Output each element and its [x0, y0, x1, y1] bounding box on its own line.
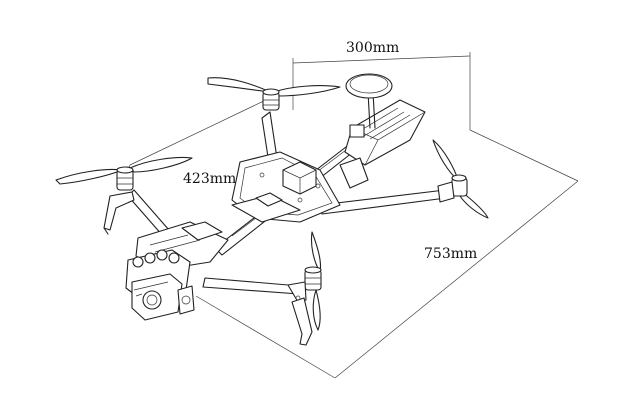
mount-hole [297, 197, 303, 203]
landing-foot [103, 227, 109, 235]
propeller-blade [459, 191, 489, 219]
center-plate-inner [239, 157, 333, 216]
leg-pivot [295, 295, 301, 301]
diagonal-label: 753mm [424, 246, 477, 262]
motor-mount [287, 281, 307, 303]
camera-lens-inner [146, 294, 158, 306]
flight-controller-edges [282, 169, 317, 194]
width-dimension-line [292, 55, 471, 64]
motor-bands [117, 177, 133, 185]
diagonal-extension-bottom [195, 295, 336, 379]
motor-front-left [55, 156, 193, 235]
camera-details [133, 281, 169, 297]
motor-rear-left [207, 77, 341, 111]
damper-ball [144, 252, 156, 264]
propeller-blade [432, 139, 459, 181]
motor-top [262, 88, 280, 96]
gps-puck [345, 73, 393, 99]
gimbal-motor-hub [181, 295, 191, 305]
battery-pack [339, 99, 426, 189]
motor-mount [437, 181, 455, 203]
propeller-blade [273, 85, 341, 97]
motor-top [451, 174, 467, 182]
battery-body [344, 99, 426, 166]
propeller-blade [310, 231, 322, 273]
motor-front-right [287, 231, 322, 346]
gps-puck-top [349, 74, 389, 94]
battery-ridges [357, 107, 411, 140]
battery-mount-bracket [339, 157, 369, 189]
propeller-blade [207, 77, 271, 93]
arm-front-right [202, 277, 301, 295]
motor-top [116, 166, 134, 174]
motor-top [304, 266, 322, 274]
gps-module [345, 73, 393, 129]
length-dimension-line [129, 97, 271, 166]
gimbal-motor [177, 285, 195, 315]
propeller-blade [55, 168, 123, 185]
diagonal-extension-top [469, 129, 579, 182]
camera-lens [142, 290, 162, 310]
center-frame [231, 151, 341, 223]
damper-ball [132, 256, 144, 268]
landing-leg [291, 297, 313, 346]
propeller-blade [312, 289, 321, 331]
receiver-box [181, 221, 223, 241]
width-label: 300mm [346, 40, 399, 56]
damper-ball [156, 249, 168, 261]
motor-bands [263, 99, 279, 106]
motor-rear-right [432, 139, 489, 219]
propeller-blade [129, 156, 193, 173]
length-label: 423mm [183, 171, 236, 187]
damper-ball [168, 252, 180, 264]
mount-hole [259, 172, 265, 178]
plate-connector [255, 192, 283, 207]
landing-leg [103, 191, 135, 231]
diagonal-dimension-line [334, 180, 579, 379]
battery-strap [349, 124, 365, 138]
gimbal-camera [125, 249, 195, 321]
dimension-lines [119, 52, 579, 379]
motor-bands [305, 277, 321, 285]
